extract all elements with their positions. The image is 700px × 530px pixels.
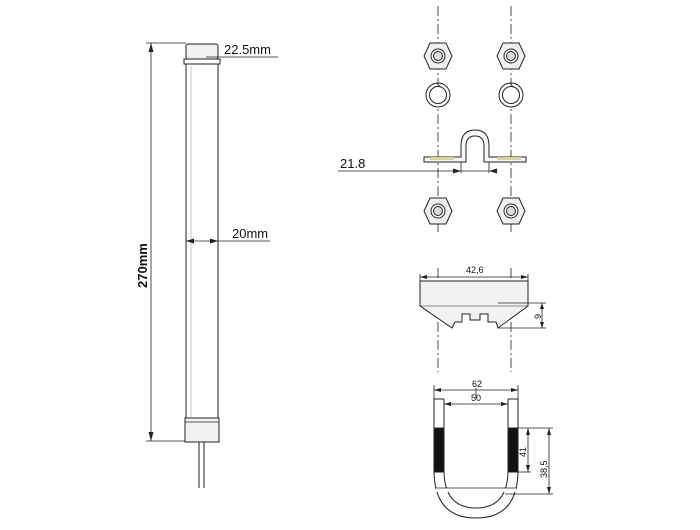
clamp-arrow-right — [489, 168, 497, 174]
leg-length-label: 38,5 — [539, 460, 549, 478]
plate-h-arrow-top — [540, 303, 544, 309]
outer-arrow-left — [434, 388, 441, 392]
antenna — [146, 42, 278, 488]
thread-arrow-top — [526, 428, 530, 435]
outer-width-label: 62 — [472, 379, 482, 389]
inner-width-label: 50 — [471, 393, 481, 403]
plate-arrow-left — [420, 275, 427, 279]
length-label: 270mm — [135, 243, 150, 288]
top-diameter-label: 22.5mm — [224, 42, 271, 57]
length-arrow-bottom — [148, 432, 154, 441]
thread-left — [433, 427, 445, 473]
body-diameter-label: 20mm — [232, 226, 268, 241]
outer-arrow-right — [511, 388, 518, 392]
inner-arrow-left — [444, 402, 451, 406]
saddle-plate — [419, 280, 529, 329]
leg-arrow-bottom — [547, 487, 551, 494]
hex-nut-mid-left — [423, 197, 453, 225]
thread-length-label: 41 — [518, 447, 528, 457]
plate-height-label: 9 — [533, 314, 543, 319]
u-bolt — [433, 398, 519, 519]
body-arrow-left — [186, 238, 194, 244]
plate-width-label: 42,6 — [466, 265, 484, 275]
cap-collar — [183, 58, 221, 65]
thread-arrow-bottom — [526, 465, 530, 472]
leg-arrow-top — [547, 428, 551, 435]
hex-nut-top-right — [496, 42, 526, 70]
hex-nut-mid-right — [496, 197, 526, 225]
inner-arrow-right — [501, 402, 508, 406]
plate-arrow-right — [521, 275, 528, 279]
clamp-arrow-left — [453, 168, 461, 174]
clamp-width-label: 21.8 — [340, 156, 365, 171]
length-arrow-top — [148, 43, 154, 52]
thread-right — [507, 427, 519, 473]
plate-h-arrow-bottom — [540, 322, 544, 328]
hex-nut-top-left — [423, 42, 453, 70]
washer-left — [425, 82, 451, 108]
washer-right — [498, 82, 524, 108]
body-arrow-right — [210, 238, 218, 244]
